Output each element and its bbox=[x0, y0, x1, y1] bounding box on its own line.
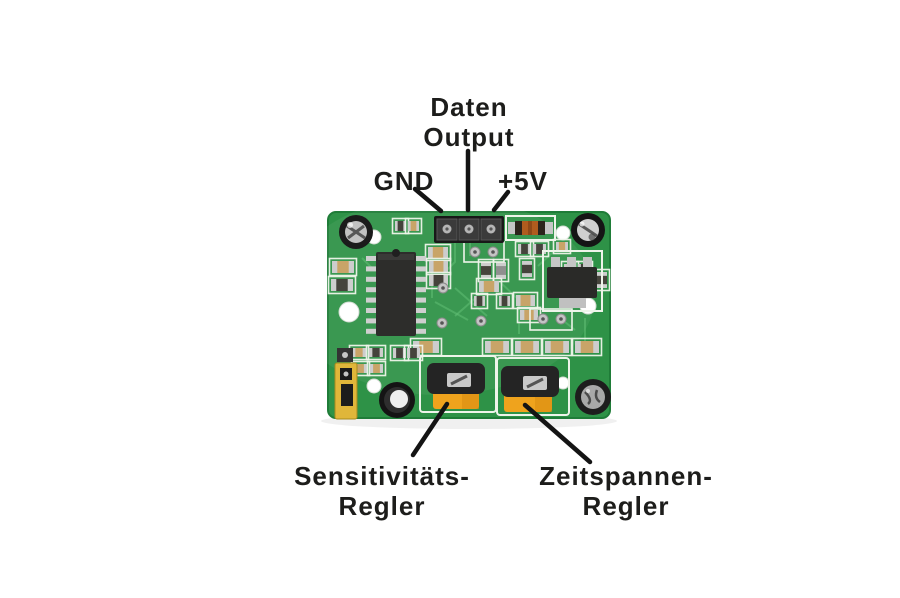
jumper-block bbox=[334, 348, 358, 420]
ic-chip bbox=[366, 249, 426, 336]
smd-component bbox=[495, 292, 514, 310]
smd-component bbox=[327, 275, 357, 295]
pointer-line-timespan bbox=[522, 402, 593, 465]
pin-header bbox=[434, 216, 504, 243]
electrolytic-capacitor-bottom-left bbox=[379, 382, 415, 418]
electrolytic-capacitor-bottom-right bbox=[575, 379, 611, 415]
solder-pads bbox=[436, 241, 573, 331]
label-line-sensitivitaets: Sensitivitäts- bbox=[294, 461, 470, 491]
pointer-line-gnd bbox=[412, 186, 444, 214]
smd-component bbox=[365, 344, 387, 361]
electrolytic-capacitor-top-right bbox=[571, 213, 605, 247]
sensitivity-potentiometer bbox=[419, 355, 497, 413]
label-gnd: GND bbox=[373, 166, 435, 196]
smd-component bbox=[511, 337, 543, 357]
smd-component bbox=[529, 240, 550, 258]
smd-component bbox=[475, 277, 503, 296]
data-output-pin bbox=[458, 218, 480, 241]
voltage-regulator bbox=[542, 250, 603, 312]
label-timespan: Zeitspannen- Regler bbox=[539, 461, 713, 521]
pointer-lines bbox=[410, 148, 593, 465]
smd-component bbox=[512, 291, 539, 310]
label-daten-output: Daten Output bbox=[423, 92, 514, 152]
electrolytic-capacitor-top-left bbox=[339, 215, 373, 249]
smd-component bbox=[518, 257, 536, 281]
smd-component bbox=[541, 337, 573, 357]
smd-component bbox=[328, 257, 358, 277]
smd-component bbox=[481, 337, 513, 357]
pointer-line-5v bbox=[491, 189, 511, 213]
smd-component bbox=[424, 243, 452, 262]
label-line-zeitspannen: Zeitspannen- bbox=[539, 461, 713, 491]
smd-component bbox=[403, 344, 424, 362]
smd-component bbox=[552, 238, 572, 255]
label-line-daten: Daten bbox=[430, 92, 508, 122]
power-pin bbox=[480, 218, 502, 241]
protection-diode bbox=[505, 215, 556, 241]
smd-component bbox=[470, 292, 489, 310]
smd-component bbox=[366, 360, 387, 377]
label-line-regler-right: Regler bbox=[582, 491, 670, 521]
label-line-output: Output bbox=[423, 122, 515, 152]
label-sensitivity: Sensitivitäts- Regler bbox=[294, 461, 470, 521]
pointer-line-sensitivity bbox=[410, 401, 450, 458]
gnd-pin bbox=[436, 218, 458, 241]
label-line-regler-left: Regler bbox=[338, 491, 426, 521]
timespan-potentiometer bbox=[496, 357, 570, 416]
smd-component bbox=[425, 257, 452, 276]
smd-component bbox=[571, 337, 603, 357]
label-5v: +5V bbox=[498, 166, 548, 196]
smd-component bbox=[404, 217, 423, 235]
